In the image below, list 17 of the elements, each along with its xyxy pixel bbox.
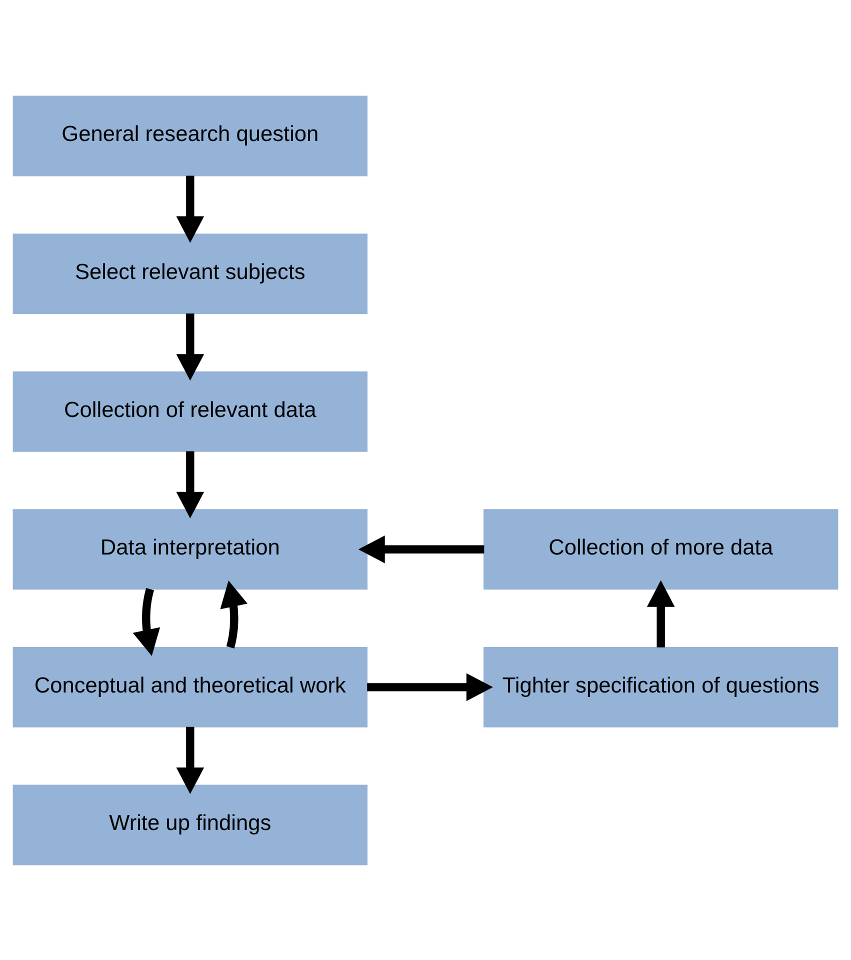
arrow	[176, 313, 204, 380]
node-box: General research question	[12, 95, 368, 176]
arrow	[220, 580, 248, 648]
node-box: Tighter specification of questions	[483, 646, 838, 727]
node-box: Collection of relevant data	[12, 370, 368, 452]
arrow	[176, 450, 204, 518]
arrow	[176, 175, 204, 242]
node-box: Conceptual and theoretical work	[12, 646, 368, 727]
arrow	[358, 534, 484, 563]
node-box: Select relevant subjects	[12, 233, 368, 314]
node-box: Collection of more data	[483, 508, 838, 590]
arrow	[367, 672, 493, 701]
arrow	[646, 580, 675, 647]
arrow	[176, 726, 204, 794]
arrow	[132, 588, 160, 656]
node-box: Write up findings	[12, 784, 368, 865]
node-box: Data interpretation	[12, 508, 368, 590]
